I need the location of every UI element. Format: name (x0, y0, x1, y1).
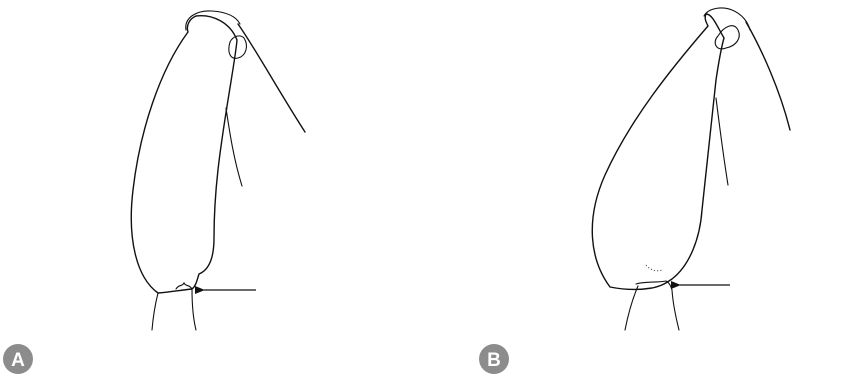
panel-b-stalk-left (625, 286, 638, 330)
panel-a-stalk-left (152, 293, 158, 330)
panel-b-stalk-right (672, 290, 679, 330)
panel-b-body-outline (592, 14, 724, 289)
panel-b-stippling (646, 265, 662, 271)
panel-a-stalk-right (192, 289, 196, 330)
panel-b-drawing (592, 8, 790, 330)
panel-a-drawing (131, 11, 305, 330)
panel-a-label: A (11, 350, 25, 371)
panel-a-top-cap (186, 11, 240, 30)
panel-b-right-strand (746, 22, 790, 130)
panel-a-body-outline (131, 16, 237, 293)
panel-a-right-strand (238, 24, 305, 132)
panel-b-label: B (487, 350, 501, 371)
panel-a-inner-line (226, 108, 242, 186)
panel-a-knob (229, 36, 247, 58)
panel-b-inner-line (716, 98, 728, 185)
panel-a-constriction (176, 283, 192, 289)
panel-a-badge: A (3, 344, 33, 374)
panel-b-badge: B (479, 344, 509, 374)
